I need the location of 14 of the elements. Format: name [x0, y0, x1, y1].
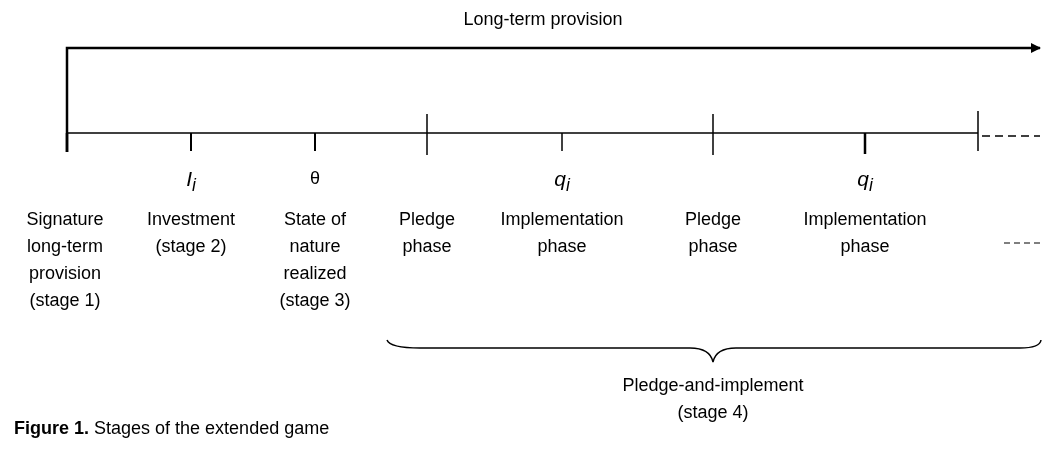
- stage-label: Pledge-and-implement (stage 4): [621, 374, 805, 424]
- variable-symbol: I$_{i}$: [186, 166, 196, 198]
- phase-label: Pledge phase: [397, 208, 457, 258]
- variable-symbol: q$_{i}$: [554, 166, 570, 198]
- variable-symbol: q$_{i}$: [857, 166, 873, 198]
- stage-label: Investment (stage 2): [145, 208, 236, 258]
- stage-label: State of nature realized (stage 3): [278, 208, 352, 312]
- phase-label: Implementation phase: [802, 208, 928, 258]
- stage-label: Signature long-term provision (stage 1): [25, 208, 105, 312]
- phase-label: Pledge phase: [683, 208, 743, 258]
- variable-symbol: θ: [310, 167, 320, 190]
- phase-label: Implementation phase: [499, 208, 625, 258]
- figure-caption: Figure 1. Stages of the extended game: [14, 418, 330, 439]
- axis-label: Long-term provision: [463, 8, 623, 31]
